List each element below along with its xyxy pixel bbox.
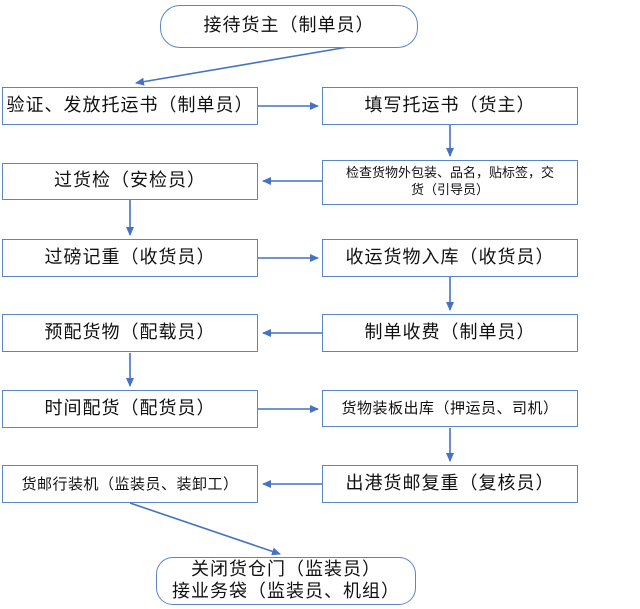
node-pallet-out-label: 货物装板出库（押运员、司机） <box>341 399 559 418</box>
node-pre-allocate-label: 预配货物（配载员） <box>44 321 216 343</box>
node-billing-charge: 制单收费（制单员） <box>322 314 578 352</box>
node-verify-issue: 验证、发放托运书（制单员） <box>2 87 258 125</box>
node-security-check-label: 过货检（安检员） <box>54 170 206 192</box>
node-weigh-record-label: 过磅记重（收货员） <box>44 246 216 268</box>
node-reception-label: 接待货主（制单员） <box>203 15 375 37</box>
edge-loading-aircraft-to-close-door <box>129 502 281 556</box>
edge-reception-to-verify-issue <box>135 46 349 86</box>
node-verify-issue-label: 验证、发放托运书（制单员） <box>6 94 254 116</box>
node-close-door-line2: 接业务袋（监装员、机组） <box>172 581 400 602</box>
node-time-allocate: 时间配货（配货员） <box>2 390 258 428</box>
node-fill-waybill-label: 填写托运书（货主） <box>364 94 536 116</box>
node-close-door-line1: 关闭货仓门（监装员） <box>191 558 381 580</box>
node-reweigh: 出港货邮复重（复核员） <box>322 465 578 503</box>
node-close-door: 关闭货仓门（监装员） 接业务袋（监装员、机组） <box>156 557 416 605</box>
node-inspect-package-line2: 货（引导员） <box>410 182 489 198</box>
node-billing-charge-label: 制单收费（制单员） <box>364 321 536 343</box>
node-fill-waybill: 填写托运书（货主） <box>322 87 578 125</box>
node-loading-aircraft-label: 货邮行装机（监装员、装卸工） <box>21 474 239 493</box>
node-reception: 接待货主（制单员） <box>160 5 418 48</box>
node-pre-allocate: 预配货物（配载员） <box>2 314 258 352</box>
node-inspect-package-line1: 检查货物外包装、品名，贴标签，交 <box>345 166 554 182</box>
node-inspect-package: 检查货物外包装、品名，贴标签，交 货（引导员） <box>322 160 578 205</box>
node-time-allocate-label: 时间配货（配货员） <box>44 397 216 419</box>
node-reweigh-label: 出港货邮复重（复核员） <box>345 472 555 494</box>
node-weigh-record: 过磅记重（收货员） <box>2 239 258 277</box>
node-security-check: 过货检（安检员） <box>2 163 258 200</box>
node-receive-storage: 收运货物入库（收货员） <box>322 239 578 277</box>
node-pallet-out: 货物装板出库（押运员、司机） <box>322 390 578 427</box>
node-loading-aircraft: 货邮行装机（监装员、装卸工） <box>2 465 258 503</box>
node-receive-storage-label: 收运货物入库（收货员） <box>345 246 555 268</box>
